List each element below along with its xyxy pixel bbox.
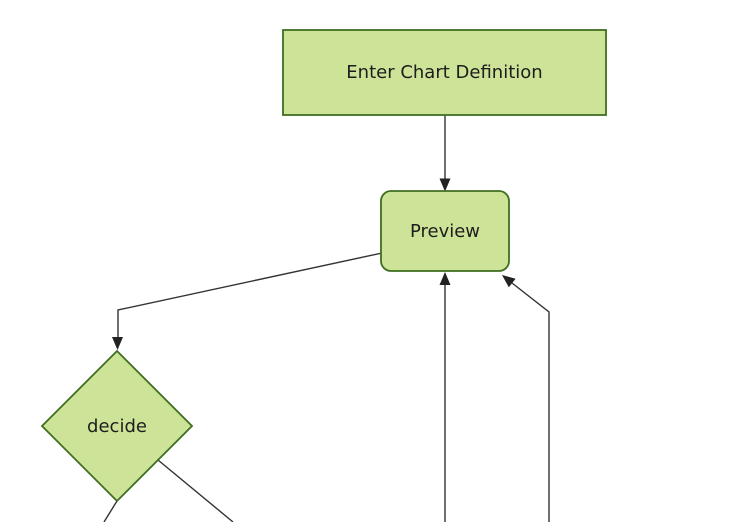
edge-preview-to-decide [117,252,383,338]
arrowhead-into-preview-corner [502,275,516,288]
edge-offscreen-to-preview-corner [511,282,550,522]
arrowhead-into-preview-bottom [439,272,451,285]
node-decide-shape [40,349,194,503]
node-preview-shape [380,190,510,272]
arrowhead-into-preview-top [439,178,451,192]
edge-decide-to-offscreen-right [157,459,234,522]
node-enter-chart-definition-shape [282,29,607,116]
edge-decide-to-offscreen-left [103,500,118,522]
arrowhead-into-decide-top [112,337,123,350]
